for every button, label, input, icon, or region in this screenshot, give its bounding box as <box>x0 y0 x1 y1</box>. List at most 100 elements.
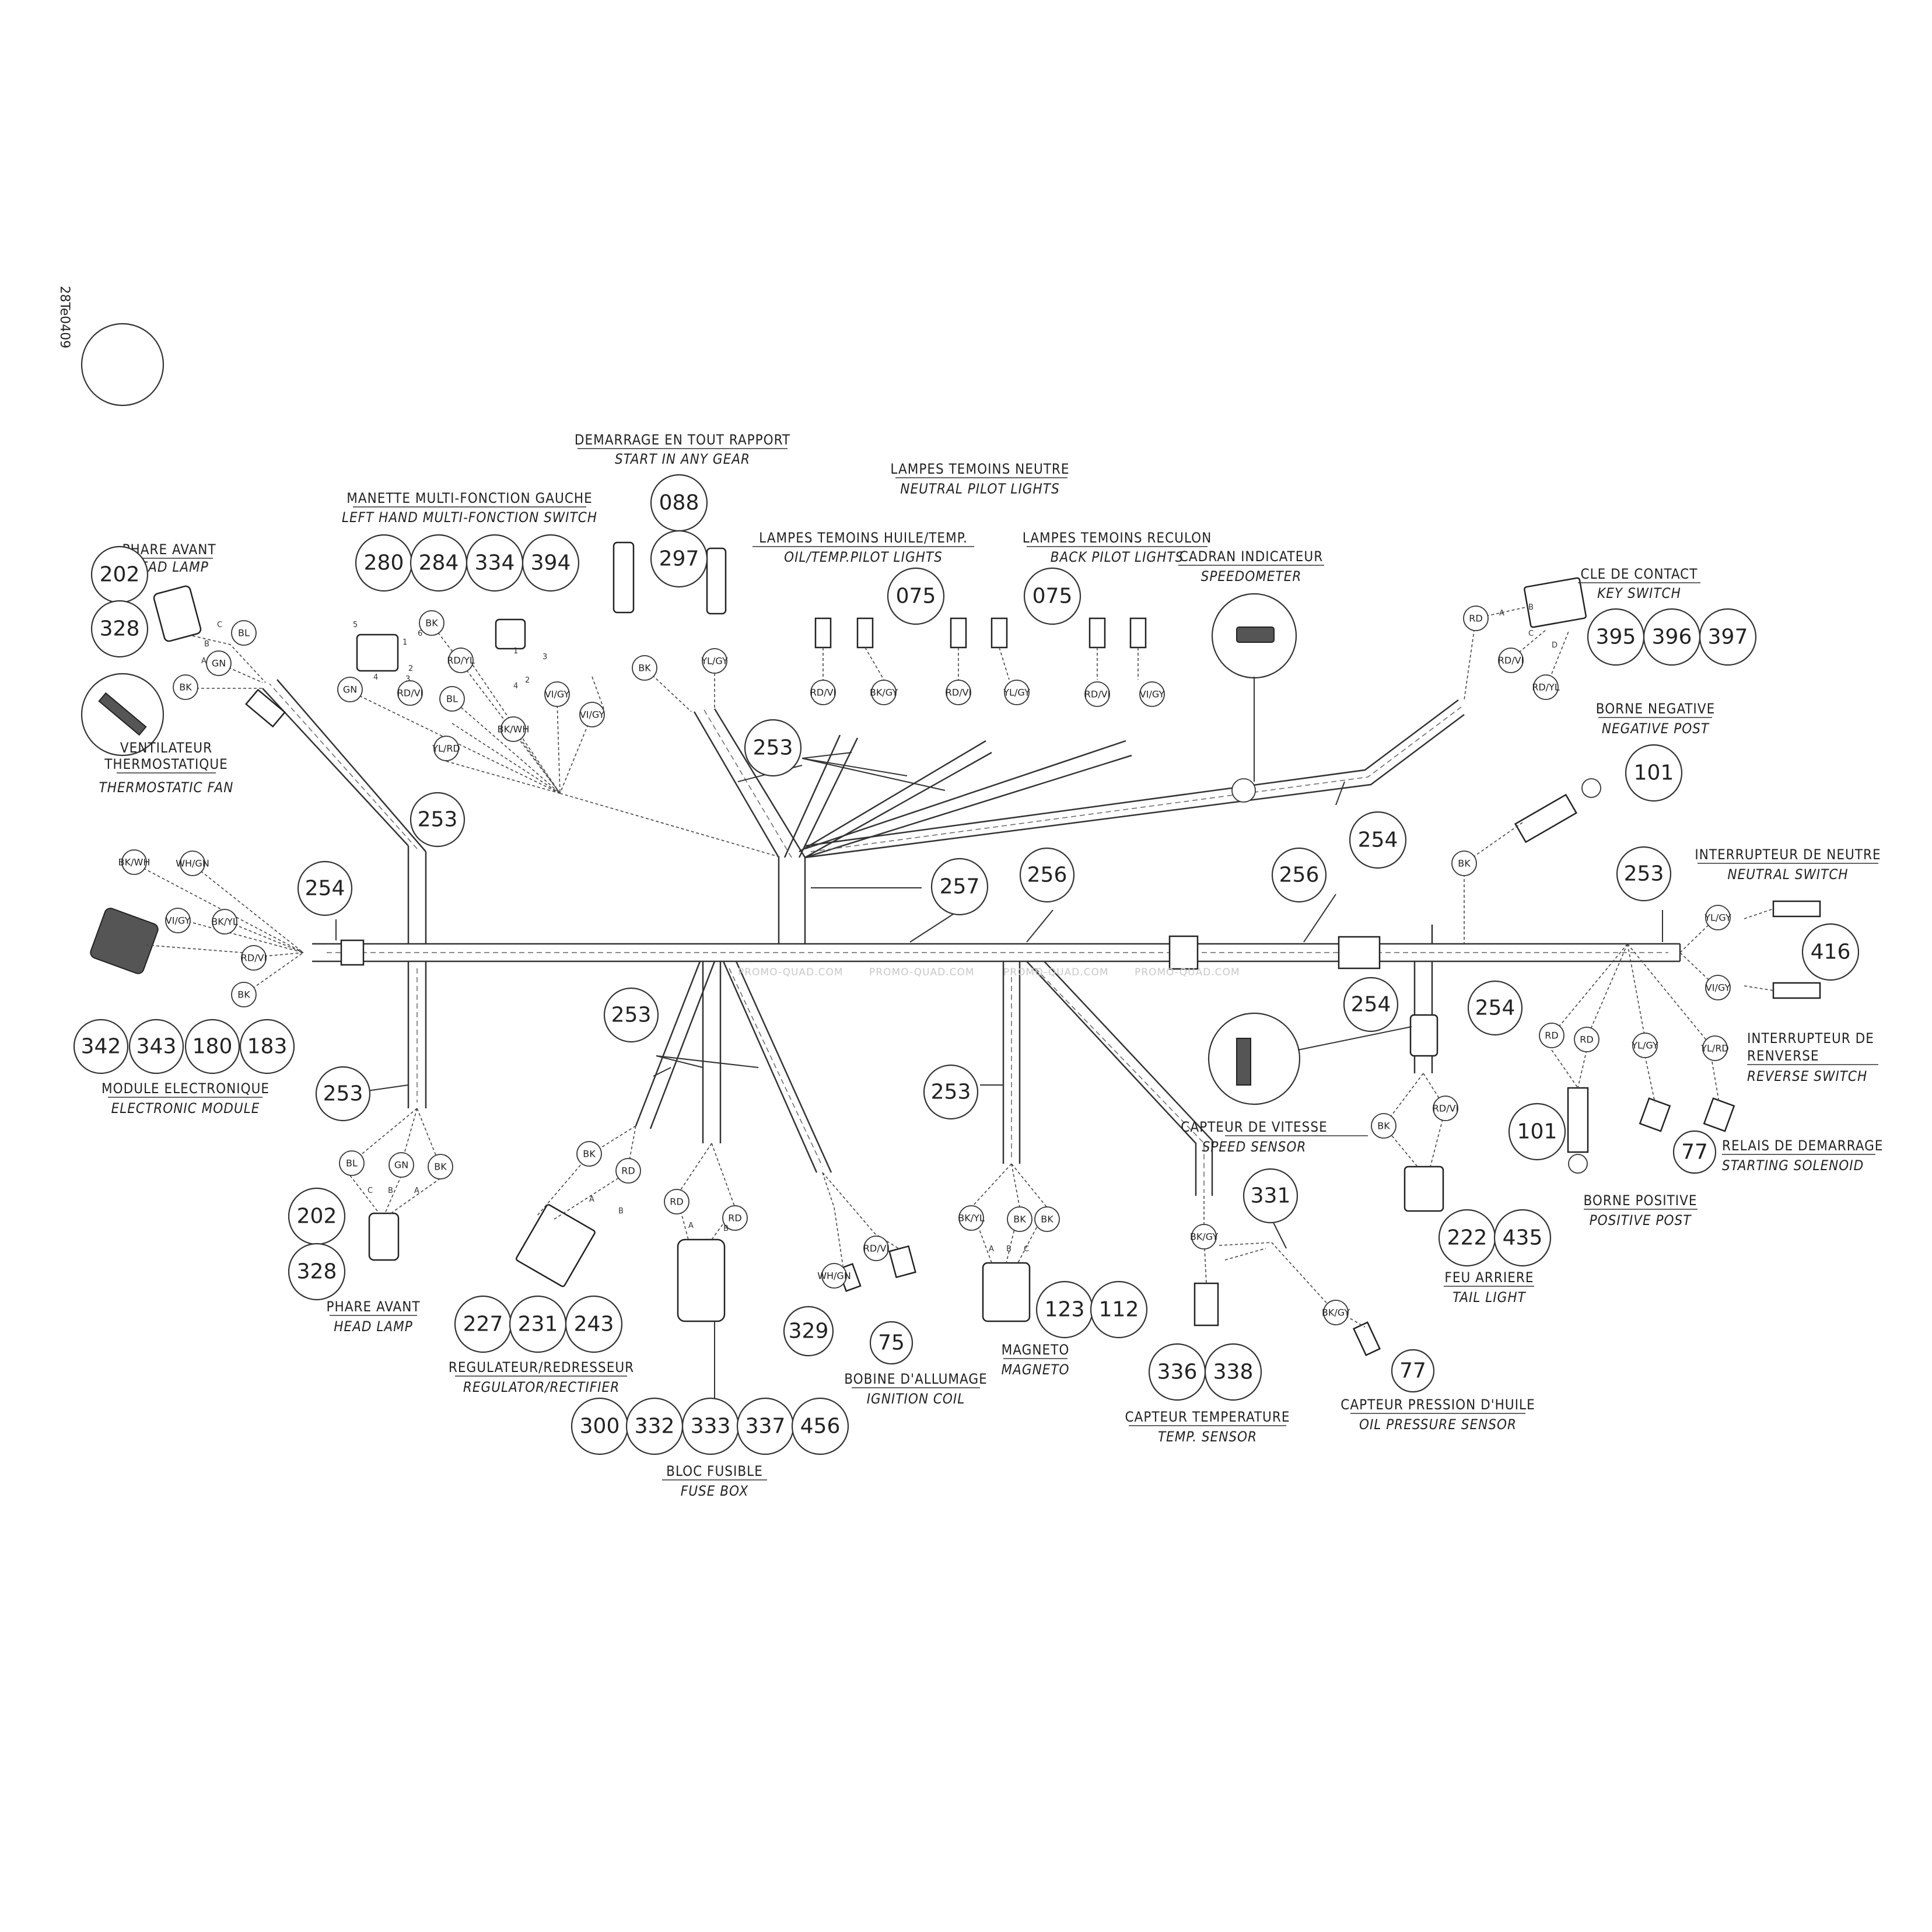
callout-bubble: 243 <box>565 1295 623 1353</box>
wire-color-label: BK/WH <box>118 857 150 868</box>
pin-letter: 1 <box>513 647 518 656</box>
svg-text:IGNITION COIL: IGNITION COIL <box>867 1391 965 1407</box>
wire-color-label: YL/RD <box>432 743 460 754</box>
pin-letter: B <box>204 640 209 649</box>
wire-color-tag: BK/YL <box>211 909 238 935</box>
wire-color-label: RD/VI <box>1433 1103 1459 1114</box>
label-phare-top: PHARE AVANT HEAD LAMP <box>122 541 215 575</box>
callout-bubble: 416 <box>1801 923 1860 981</box>
callout-number: 253 <box>753 736 793 760</box>
wire-color-tag: BK <box>1451 850 1477 876</box>
wire-color-label: BK/YL <box>958 1213 985 1224</box>
svg-text:NEUTRAL PILOT LIGHTS: NEUTRAL PILOT LIGHTS <box>900 481 1059 497</box>
callout-bubble: 77 <box>1391 1349 1435 1393</box>
callout-number: 243 <box>574 1312 614 1336</box>
label-huile: LAMPES TEMOINS HUILE/TEMP. OIL/TEMP.PILO… <box>752 530 974 565</box>
callout-bubble: 395 <box>1587 608 1645 666</box>
label-int-renverse: INTERRUPTEUR DE RENVERSE REVERSE SWITCH <box>1747 1030 1878 1084</box>
wire-color-label: VI/GY <box>580 709 605 720</box>
wire-color-tag: BK/GY <box>1322 1300 1350 1325</box>
label-int-neutre: INTERRUPTEUR DE NEUTRE NEUTRAL SWITCH <box>1695 846 1880 883</box>
wire-color-label: RD/VI <box>1084 689 1111 700</box>
label-demarrage: DEMARRAGE EN TOUT RAPPORT START IN ANY G… <box>575 432 790 467</box>
callout-bubble: 202 <box>90 545 149 604</box>
wire-color-tag: RD/VI <box>810 680 836 705</box>
callout-number: 202 <box>297 1205 337 1228</box>
wire-color-label: BL <box>346 1158 358 1169</box>
wire-color-tag: YL/RD <box>1700 1035 1729 1061</box>
callout-number: 328 <box>100 617 140 641</box>
wire-color-label: BK <box>1013 1214 1026 1225</box>
callout-bubble: 435 <box>1493 1209 1552 1267</box>
callout-bubble: 254 <box>1343 977 1399 1032</box>
callout-number: 416 <box>1811 940 1851 964</box>
callout-bubble: 075 <box>1023 567 1082 625</box>
callout-bubble: 231 <box>509 1295 567 1353</box>
svg-text:START IN ANY GEAR: START IN ANY GEAR <box>615 451 750 467</box>
label-bobine: BOBINE D'ALLUMAGE IGNITION COIL <box>844 1371 987 1407</box>
wire-color-label: VI/GY <box>1140 689 1165 700</box>
wire-color-tag: YL/GY <box>1704 905 1731 930</box>
callout-bubble: 280 <box>355 534 413 592</box>
label-ventilateur: VENTILATEUR THERMOSTATIQUE THERMOSTATIC … <box>99 740 233 796</box>
pin-letter: A <box>1499 609 1504 618</box>
callout-bubble: 253 <box>923 1064 979 1120</box>
callout-bubble: 394 <box>522 534 580 592</box>
callout-bubble: 332 <box>625 1397 684 1455</box>
callout-bubble: 253 <box>603 987 659 1043</box>
multi-switch-connector-a-icon <box>356 634 399 672</box>
callout-number: 222 <box>1447 1226 1488 1250</box>
pin-letter: D <box>1552 641 1558 650</box>
callout-number: 297 <box>659 547 699 571</box>
wire-color-tag: GN <box>388 1152 414 1178</box>
callout-number: 338 <box>1213 1360 1254 1384</box>
wire-color-tag: YL/GY <box>1631 1032 1658 1058</box>
wire-color-label: RD/VI <box>863 1243 890 1254</box>
watermark-group: PROMO-QUAD.COM PROMO-QUAD.COM PROMO-QUAD… <box>738 967 1240 978</box>
callout-bubble: 342 <box>73 1019 129 1074</box>
callout-bubble: 253 <box>410 792 466 848</box>
svg-text:FUSE BOX: FUSE BOX <box>681 1483 749 1499</box>
label-relais: RELAIS DE DEMARRAGE STARTING SOLENOID <box>1722 1138 1882 1174</box>
callout-number: 328 <box>297 1260 337 1284</box>
svg-text:CAPTEUR PRESSION D'HUILE: CAPTEUR PRESSION D'HUILE <box>1340 1396 1535 1413</box>
svg-text:THERMOSTATIQUE: THERMOSTATIQUE <box>104 756 228 772</box>
callout-number: 202 <box>100 563 140 587</box>
callout-bubble: 328 <box>90 600 149 658</box>
label-capteur-temp: CAPTEUR TEMPERATURE TEMP. SENSOR <box>1125 1409 1289 1445</box>
callout-bubble: 328 <box>288 1242 346 1301</box>
fuse-box-icon <box>677 1238 726 1322</box>
pilot-light-icon <box>950 617 967 649</box>
wire-color-tag: RD/VI <box>1084 681 1111 707</box>
wire-color-label: YL/GY <box>1631 1040 1658 1051</box>
pin-letter: 2 <box>525 676 530 685</box>
callout-number: 075 <box>1032 584 1073 608</box>
svg-text:CADRAN INDICATEUR: CADRAN INDICATEUR <box>1180 548 1323 565</box>
wire-color-tag: VI/GY <box>579 702 605 727</box>
callout-bubble: 338 <box>1204 1343 1262 1401</box>
callout-bubble: 297 <box>650 530 708 588</box>
label-borne-neg: BORNE NEGATIVE NEGATIVE POST <box>1596 701 1714 737</box>
callout-bubble: 337 <box>736 1397 794 1455</box>
wire-color-tag: BK <box>231 982 257 1007</box>
pilot-light-icon <box>856 617 874 649</box>
wire-color-label: BK <box>638 663 651 674</box>
svg-text:PHARE AVANT: PHARE AVANT <box>326 1298 420 1315</box>
wire-color-label: RD/VI <box>397 688 424 699</box>
svg-text:LAMPES TEMOINS NEUTRE: LAMPES TEMOINS NEUTRE <box>890 461 1069 477</box>
svg-text:LAMPES TEMOINS RECULON: LAMPES TEMOINS RECULON <box>1023 530 1212 546</box>
svg-text:ELECTRONIC MODULE: ELECTRONIC MODULE <box>111 1100 260 1116</box>
wire-color-tag: RD/VI <box>241 945 267 971</box>
svg-text:VENTILATEUR: VENTILATEUR <box>120 740 212 756</box>
wire-color-tag: BK/GY <box>870 680 898 705</box>
neutral-switch-icon <box>1772 900 1821 918</box>
wire-color-tag: BK <box>428 1154 453 1180</box>
callout-number: 101 <box>1517 1120 1558 1144</box>
wire-color-label: WH/GN <box>176 858 209 869</box>
svg-text:RENVERSE: RENVERSE <box>1747 1048 1819 1064</box>
pin-letter: B <box>1528 603 1534 612</box>
callout-number: 456 <box>800 1415 841 1438</box>
label-regulateur: REGULATEUR/REDRESSEUR REGULATOR/RECTIFIE… <box>449 1359 634 1395</box>
callout-number: 256 <box>1027 863 1068 887</box>
pin-letter: 2 <box>408 664 413 673</box>
